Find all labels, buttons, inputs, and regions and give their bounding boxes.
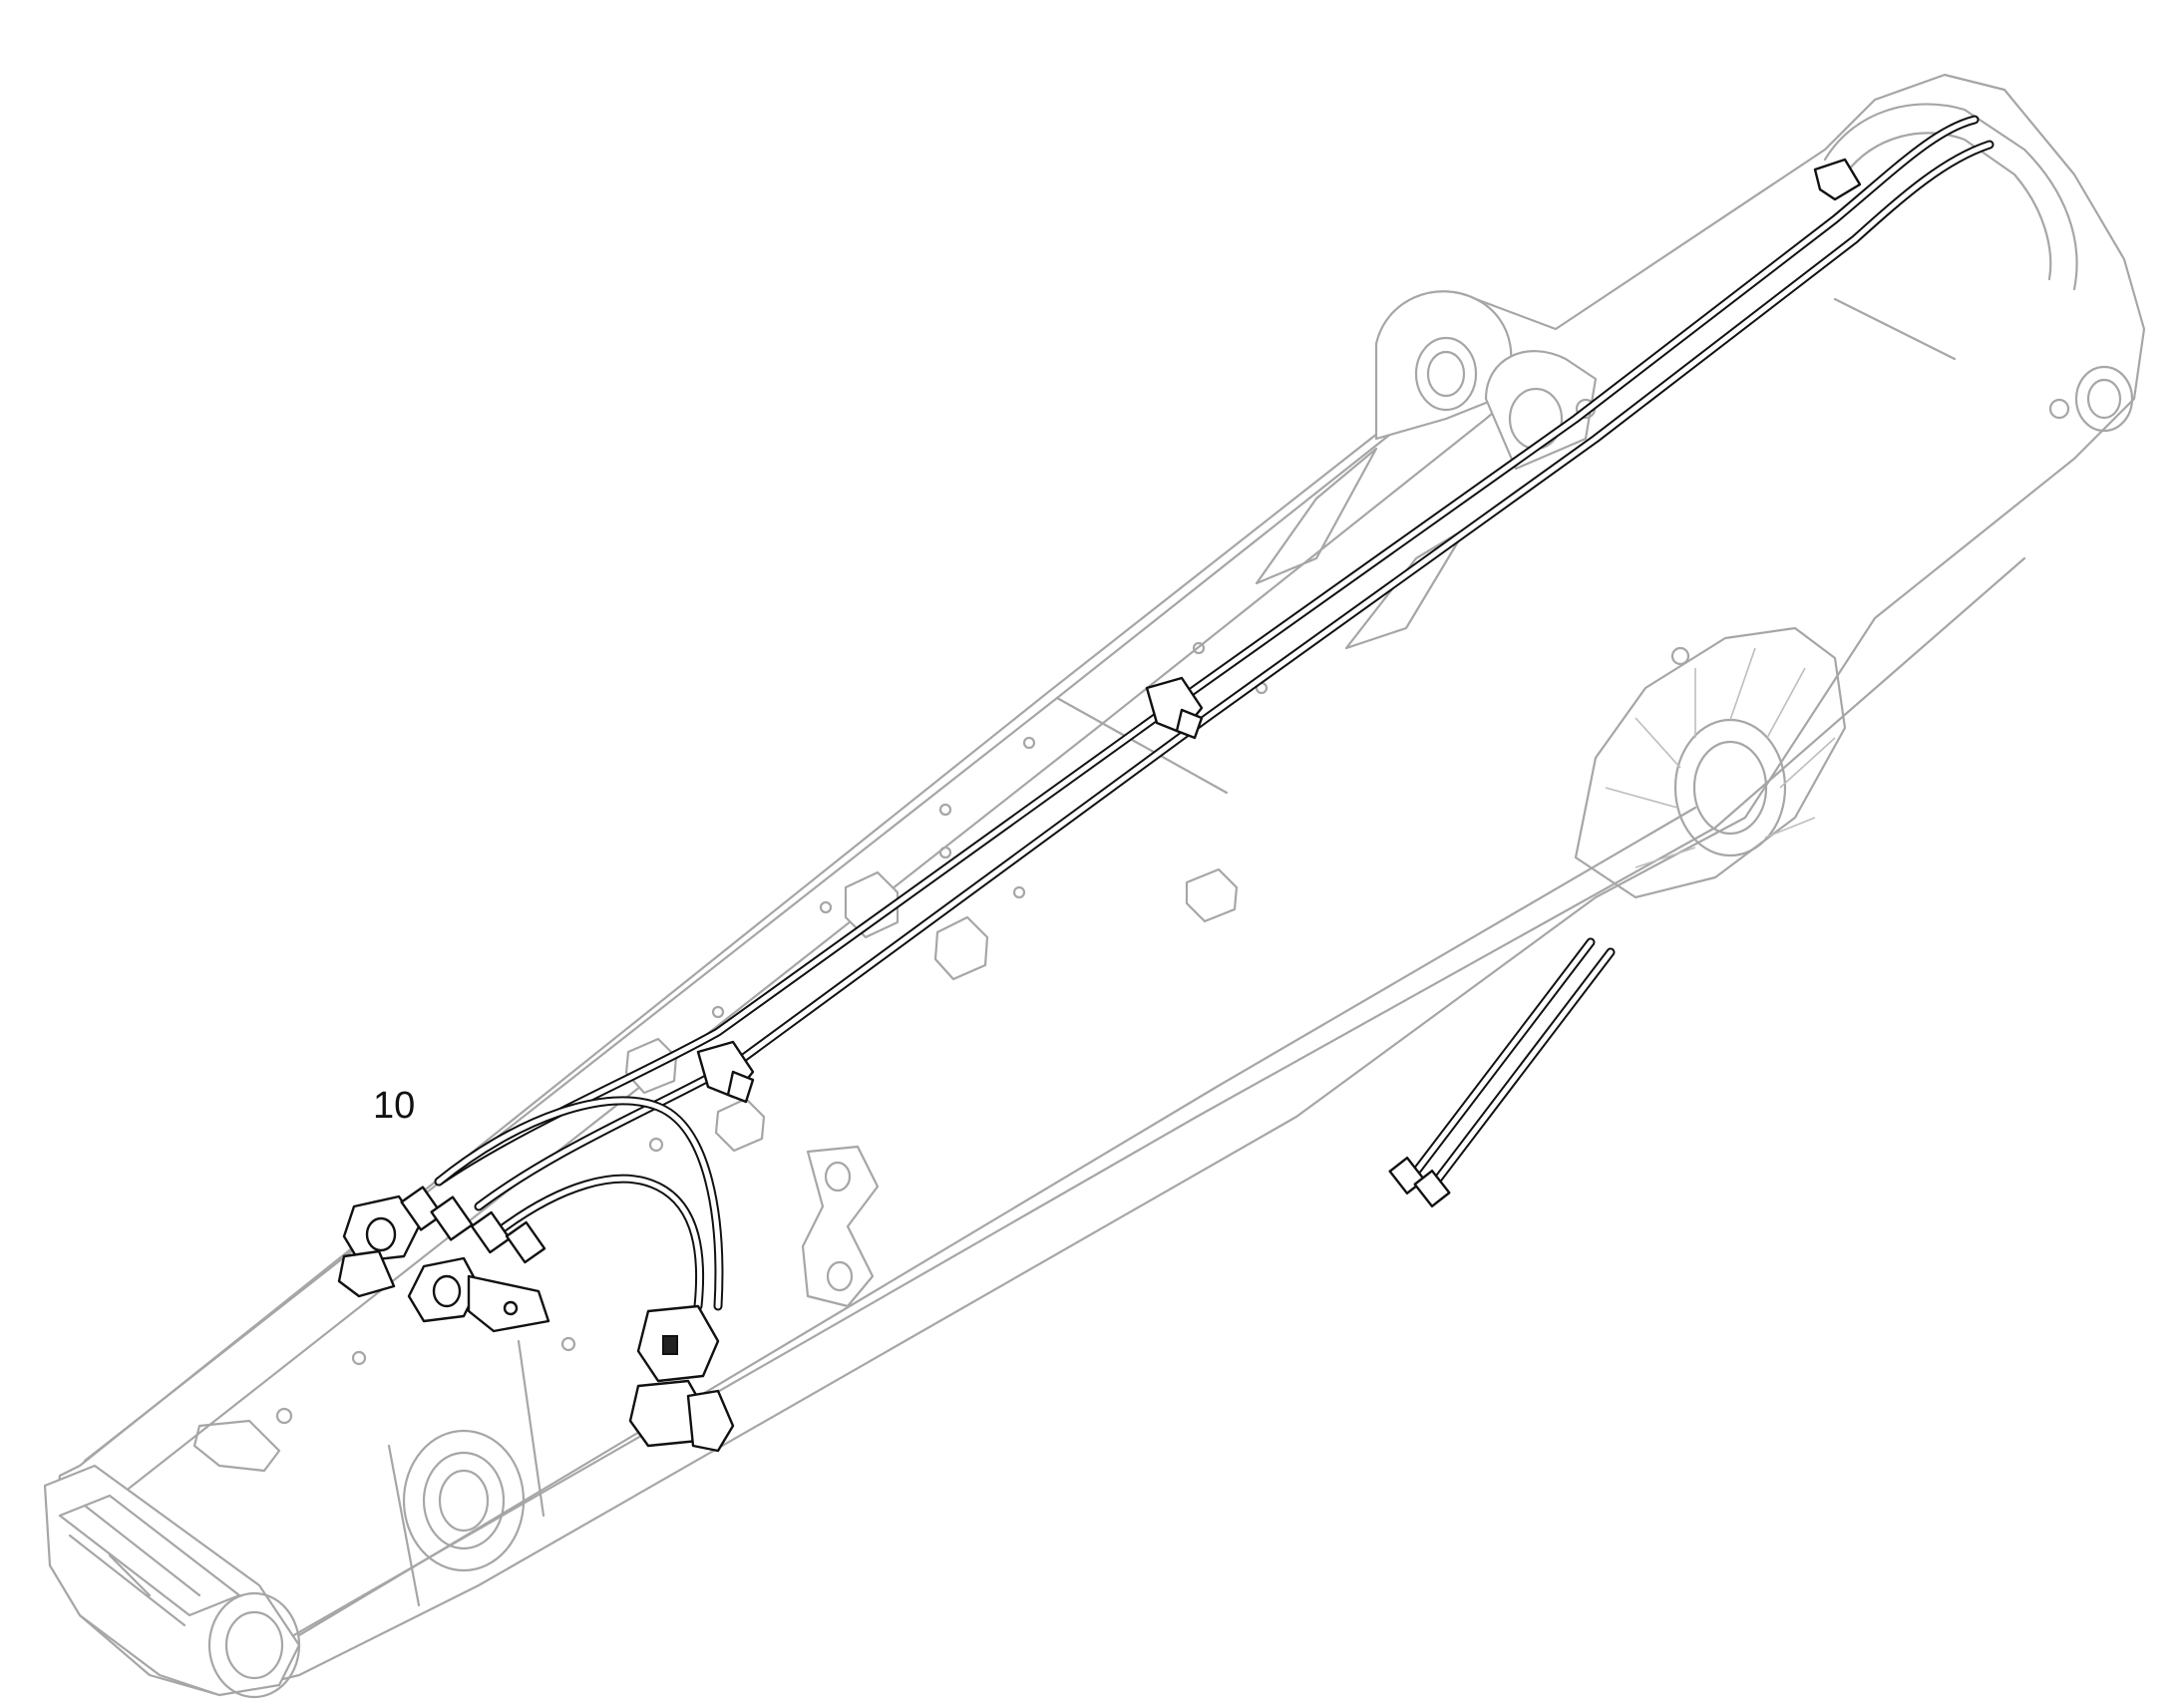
nose-nut bbox=[2048, 398, 2070, 420]
rear-fittings bbox=[337, 1186, 735, 1453]
elbow-4 bbox=[505, 1220, 546, 1264]
hose-line-3-core bbox=[1413, 939, 1594, 1175]
mount-plate-hole bbox=[503, 1300, 519, 1316]
mounting-blocks bbox=[192, 641, 1269, 1473]
front-lug-left bbox=[1374, 290, 1513, 441]
side-boss-ribs bbox=[1605, 647, 1836, 868]
foot-pin-inner bbox=[224, 1610, 284, 1680]
mount-block-1 bbox=[844, 870, 900, 939]
foot-ribs bbox=[68, 1504, 201, 1627]
elbow-1 bbox=[400, 1186, 444, 1231]
stud-h bbox=[711, 1005, 725, 1019]
fitting-body-1 bbox=[337, 1249, 396, 1298]
stud-a bbox=[1022, 736, 1036, 750]
front-lug-left-hole-inner bbox=[1426, 350, 1466, 398]
hose-clamp-lower bbox=[696, 1040, 755, 1104]
foot-stud-2 bbox=[351, 1350, 367, 1366]
foot-block bbox=[43, 1464, 301, 1697]
foot-stud-1 bbox=[275, 1407, 293, 1425]
boom-bottom-edge bbox=[257, 556, 2026, 1657]
hose-line-2-core bbox=[476, 142, 1993, 1209]
stud-e bbox=[819, 900, 833, 914]
hose-line-1 bbox=[434, 115, 1980, 1187]
elbow-3 bbox=[470, 1210, 512, 1254]
boom-body-outline bbox=[48, 73, 2146, 1697]
mid-pivot-outer bbox=[402, 1429, 526, 1572]
front-lug-left-hole bbox=[1414, 336, 1478, 412]
boom-top-edge bbox=[83, 412, 1418, 1463]
boom-nose-inner bbox=[1843, 132, 2052, 281]
hose-clamp-middle bbox=[1145, 676, 1204, 740]
side-boss-ring-inner bbox=[1692, 740, 1768, 836]
hose-clamp-upper bbox=[1813, 158, 1862, 201]
hose-end-cap-2 bbox=[1413, 1169, 1451, 1208]
mount-block-3 bbox=[1185, 867, 1239, 923]
bracket-hole-2 bbox=[826, 1260, 854, 1292]
mount-bracket-right bbox=[801, 1145, 880, 1308]
stud-b bbox=[938, 803, 952, 817]
hose-line-2 bbox=[474, 140, 1995, 1211]
boom-top-edge-2 bbox=[118, 357, 1558, 1498]
arched-hose-1-core bbox=[436, 1098, 722, 1309]
arched-hose-2-core bbox=[496, 1176, 703, 1309]
nose-pin-hole-inner bbox=[2086, 378, 2122, 420]
foot-plate bbox=[192, 1419, 281, 1473]
valve-block-3 bbox=[686, 1389, 735, 1453]
foot-pin bbox=[207, 1591, 301, 1699]
hose-assembly bbox=[337, 115, 1995, 1453]
boss-stud bbox=[1670, 646, 1690, 666]
mount-block-2 bbox=[933, 915, 989, 981]
mid-pivot-ring bbox=[422, 1451, 506, 1550]
bracket-hole-1 bbox=[824, 1161, 852, 1193]
hose-line-1-core bbox=[436, 117, 1978, 1185]
front-lug-right bbox=[1484, 350, 1598, 471]
side-boss-plate bbox=[1574, 626, 1847, 899]
nose-pin-hole bbox=[2074, 365, 2134, 433]
boom-nose bbox=[1823, 103, 2078, 291]
fitting-port-2 bbox=[432, 1274, 462, 1308]
boom-structure bbox=[43, 73, 2146, 1699]
callout-label-10: 10 bbox=[373, 1085, 416, 1127]
side-boss-ring bbox=[1673, 718, 1787, 857]
valve-detail bbox=[662, 1335, 678, 1355]
fitting-port-1 bbox=[365, 1216, 397, 1252]
mount-block-5 bbox=[714, 1097, 766, 1153]
stud-f bbox=[1192, 641, 1206, 655]
top-seam-2 bbox=[1833, 297, 1957, 361]
boom-bottom-edge-2 bbox=[297, 806, 1697, 1637]
rear-foot bbox=[43, 1464, 301, 1699]
mid-plate-edge bbox=[387, 1339, 545, 1607]
stud-i bbox=[648, 1137, 664, 1153]
stud-j bbox=[560, 1336, 576, 1352]
hose-line-4-core bbox=[1433, 949, 1614, 1185]
side-boss bbox=[1574, 626, 1847, 899]
lug-fin-1 bbox=[1255, 447, 1378, 585]
top-seam-1 bbox=[1055, 696, 1229, 795]
stud-d bbox=[1012, 885, 1026, 899]
mid-pivot-inner bbox=[438, 1469, 490, 1533]
stud-c bbox=[938, 846, 952, 859]
elbow-2 bbox=[430, 1196, 474, 1241]
